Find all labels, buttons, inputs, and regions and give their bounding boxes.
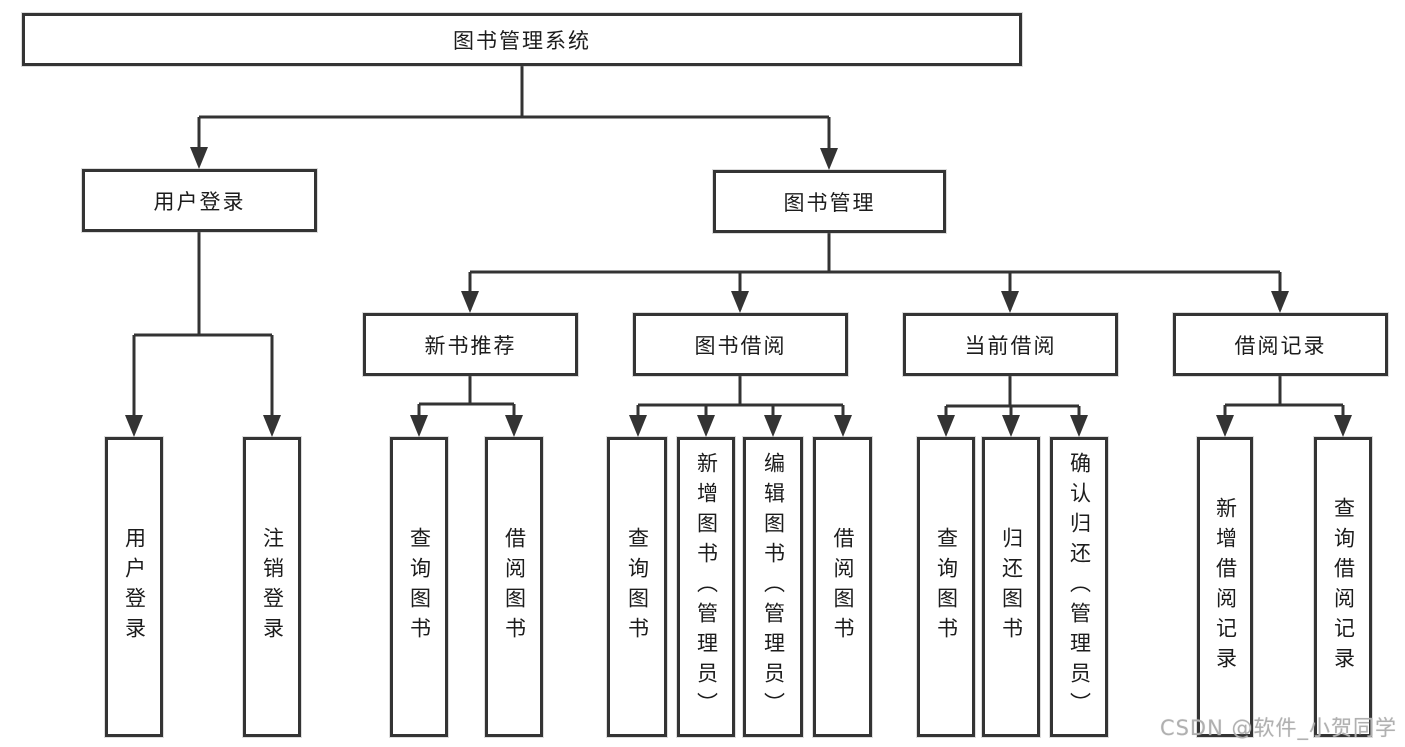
leaf-add-borrow-record: 新增借阅记录 xyxy=(1197,437,1253,737)
node-book-borrow: 图书借阅 xyxy=(633,313,848,376)
leaf-borrow-books-recommend: 借阅图书 xyxy=(485,437,543,737)
leaf-query-books-borrow: 查询图书 xyxy=(607,437,667,737)
arrowhead-icons xyxy=(125,147,1352,437)
leaf-borrow-books: 借阅图书 xyxy=(813,437,872,737)
leaf-label: 用户登录 xyxy=(122,527,147,647)
leaf-label: 查询借阅记录 xyxy=(1331,497,1356,677)
leaf-label: 归还图书 xyxy=(999,527,1024,647)
leaf-query-books-current: 查询图书 xyxy=(917,437,975,737)
leaf-query-borrow-record: 查询借阅记录 xyxy=(1314,437,1372,737)
node-label: 用户登录 xyxy=(153,189,246,214)
node-label: 借阅记录 xyxy=(1234,333,1327,358)
leaf-label: 查询图书 xyxy=(625,527,650,647)
leaf-label: 借阅图书 xyxy=(502,527,527,647)
leaf-query-books-recommend: 查询图书 xyxy=(390,437,448,737)
node-label: 图书管理 xyxy=(783,190,876,215)
leaf-label: 确认归还（管理员） xyxy=(1067,452,1092,722)
node-book-management: 图书管理 xyxy=(713,170,946,233)
node-current-borrow: 当前借阅 xyxy=(903,313,1118,376)
leaf-label: 新增借阅记录 xyxy=(1213,497,1238,677)
node-user-login: 用户登录 xyxy=(82,169,317,232)
node-root-system: 图书管理系统 xyxy=(22,13,1022,66)
leaf-return-books: 归还图书 xyxy=(982,437,1040,737)
node-label: 图书管理系统 xyxy=(453,28,591,53)
leaf-add-books-admin: 新增图书（管理员） xyxy=(677,437,735,737)
node-new-book-recommend: 新书推荐 xyxy=(363,313,578,376)
leaf-user-login: 用户登录 xyxy=(105,437,163,737)
leaf-label: 注销登录 xyxy=(260,527,285,647)
node-borrow-records: 借阅记录 xyxy=(1173,313,1388,376)
node-label: 图书借阅 xyxy=(694,333,787,358)
csdn-watermark: CSDN @软件_小贺同学 xyxy=(1159,716,1397,740)
leaf-label: 编辑图书（管理员） xyxy=(761,452,786,722)
leaf-confirm-return-admin: 确认归还（管理员） xyxy=(1050,437,1108,737)
leaf-label: 查询图书 xyxy=(934,527,959,647)
leaf-label: 新增图书（管理员） xyxy=(694,452,719,722)
leaf-label: 查询图书 xyxy=(407,527,432,647)
leaf-label: 借阅图书 xyxy=(831,527,855,647)
node-label: 新书推荐 xyxy=(424,333,517,358)
leaf-logout: 注销登录 xyxy=(243,437,301,737)
node-label: 当前借阅 xyxy=(964,333,1057,358)
leaf-edit-books-admin: 编辑图书（管理员） xyxy=(743,437,803,737)
